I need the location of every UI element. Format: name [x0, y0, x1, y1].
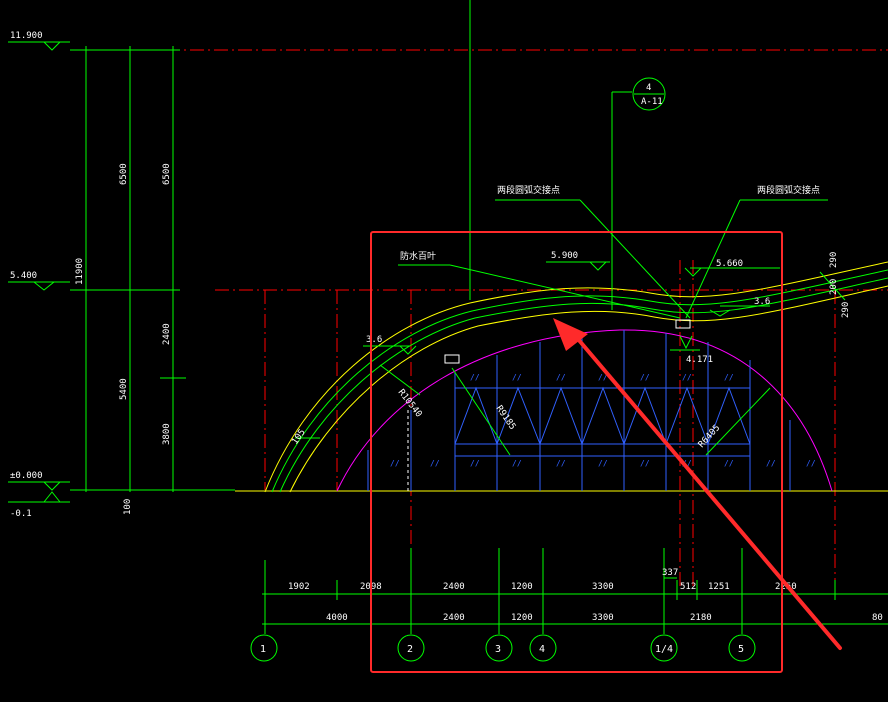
svg-text://: //	[598, 373, 608, 382]
svg-text://: //	[512, 373, 522, 382]
dim-row2-2: 2400	[443, 613, 465, 623]
dim-337: 337	[662, 568, 678, 578]
elev-5660: 5.660	[716, 259, 743, 269]
vertical-dimension-lines	[82, 46, 186, 492]
svg-text://: //	[682, 373, 692, 382]
dim-11900: 11900	[75, 258, 85, 285]
svg-text://: //	[470, 373, 480, 382]
grid-axis-bubbles	[250, 634, 756, 662]
grid-axis-1-4: 1/4	[655, 644, 673, 655]
svg-text://: //	[766, 459, 776, 468]
detail-sub: A-11	[641, 97, 663, 107]
dim-row1-4: 1200	[511, 582, 533, 592]
horizontal-dimension-lines	[262, 548, 888, 634]
grid-axis-4: 4	[539, 644, 545, 655]
elev-5900: 5.900	[551, 251, 578, 261]
elev-below: -0.1	[10, 509, 32, 519]
elevation-markers	[8, 41, 235, 503]
svg-text://: //	[556, 373, 566, 382]
radius-r6405: R6405	[697, 423, 723, 450]
svg-text://: //	[430, 459, 440, 468]
elev-mid: 5.400	[10, 271, 37, 281]
dim-row1-5: 3300	[592, 582, 614, 592]
red-axis-lines	[70, 49, 888, 600]
glass-hatch: // // // // // // // // // // // // // // // // //…	[390, 373, 816, 468]
slope-right: 3.6	[754, 297, 770, 307]
svg-text://: //	[556, 459, 566, 468]
dim-row1-3: 2400	[443, 582, 465, 592]
right-dim-200: 200	[829, 279, 839, 295]
right-dim-290-b: 290	[841, 302, 851, 318]
arc-joint-right-label: 两段圆弧交接点	[757, 184, 820, 196]
elev-4171: 4.171	[686, 355, 713, 365]
elev-ground: ±0.000	[10, 471, 43, 481]
dim-3800: 3800	[162, 423, 172, 445]
radius-r10540: R10540	[396, 388, 424, 420]
red-arrow	[553, 318, 842, 650]
grid-axis-3: 3	[495, 644, 501, 655]
arc-joint-left-label: 两段圆弧交接点	[497, 184, 560, 196]
dim-row2-5: 2180	[690, 613, 712, 623]
elev-top: 11.900	[10, 31, 43, 41]
dim-6500-b: 6500	[162, 163, 172, 185]
dim-row2-4: 3300	[592, 613, 614, 623]
dim-row2-6: 80	[872, 613, 883, 623]
ends-markers	[444, 319, 691, 364]
svg-text://: //	[390, 459, 400, 468]
dim-6500-a: 6500	[119, 163, 129, 185]
grid-axis-5: 5	[738, 644, 744, 655]
small-dim-105: 105	[290, 428, 308, 447]
svg-text://: //	[598, 459, 608, 468]
slope-left: 3.6	[366, 335, 382, 345]
svg-text://: //	[640, 373, 650, 382]
roof-curves	[264, 261, 888, 493]
svg-text://: //	[512, 459, 522, 468]
highlight-box	[370, 231, 783, 673]
dim-5400: 5400	[119, 378, 129, 400]
waterproof-louver-label: 防水百叶	[400, 250, 436, 262]
svg-text://: //	[724, 373, 734, 382]
grid-axis-2: 2	[407, 644, 413, 655]
dim-row1-6: 512	[680, 582, 696, 592]
dim-100: 100	[123, 499, 133, 515]
glass-frame	[367, 330, 791, 491]
svg-text://: //	[682, 459, 692, 468]
detail-num: 4	[646, 83, 651, 93]
grid-axis-1: 1	[260, 644, 266, 655]
right-dim-290-a: 290	[829, 252, 839, 268]
svg-text://: //	[470, 459, 480, 468]
dim-row2-1: 4000	[326, 613, 348, 623]
svg-text://: //	[724, 459, 734, 468]
detail-callout-circle	[632, 77, 666, 111]
svg-text://: //	[640, 459, 650, 468]
dim-row1-7: 1251	[708, 582, 730, 592]
dim-row2-3: 1200	[511, 613, 533, 623]
dim-2400: 2400	[162, 323, 172, 345]
annotation-leaders	[295, 0, 846, 456]
magenta-arch	[336, 329, 833, 492]
dim-row1-1: 1902	[288, 582, 310, 592]
svg-text://: //	[806, 459, 816, 468]
